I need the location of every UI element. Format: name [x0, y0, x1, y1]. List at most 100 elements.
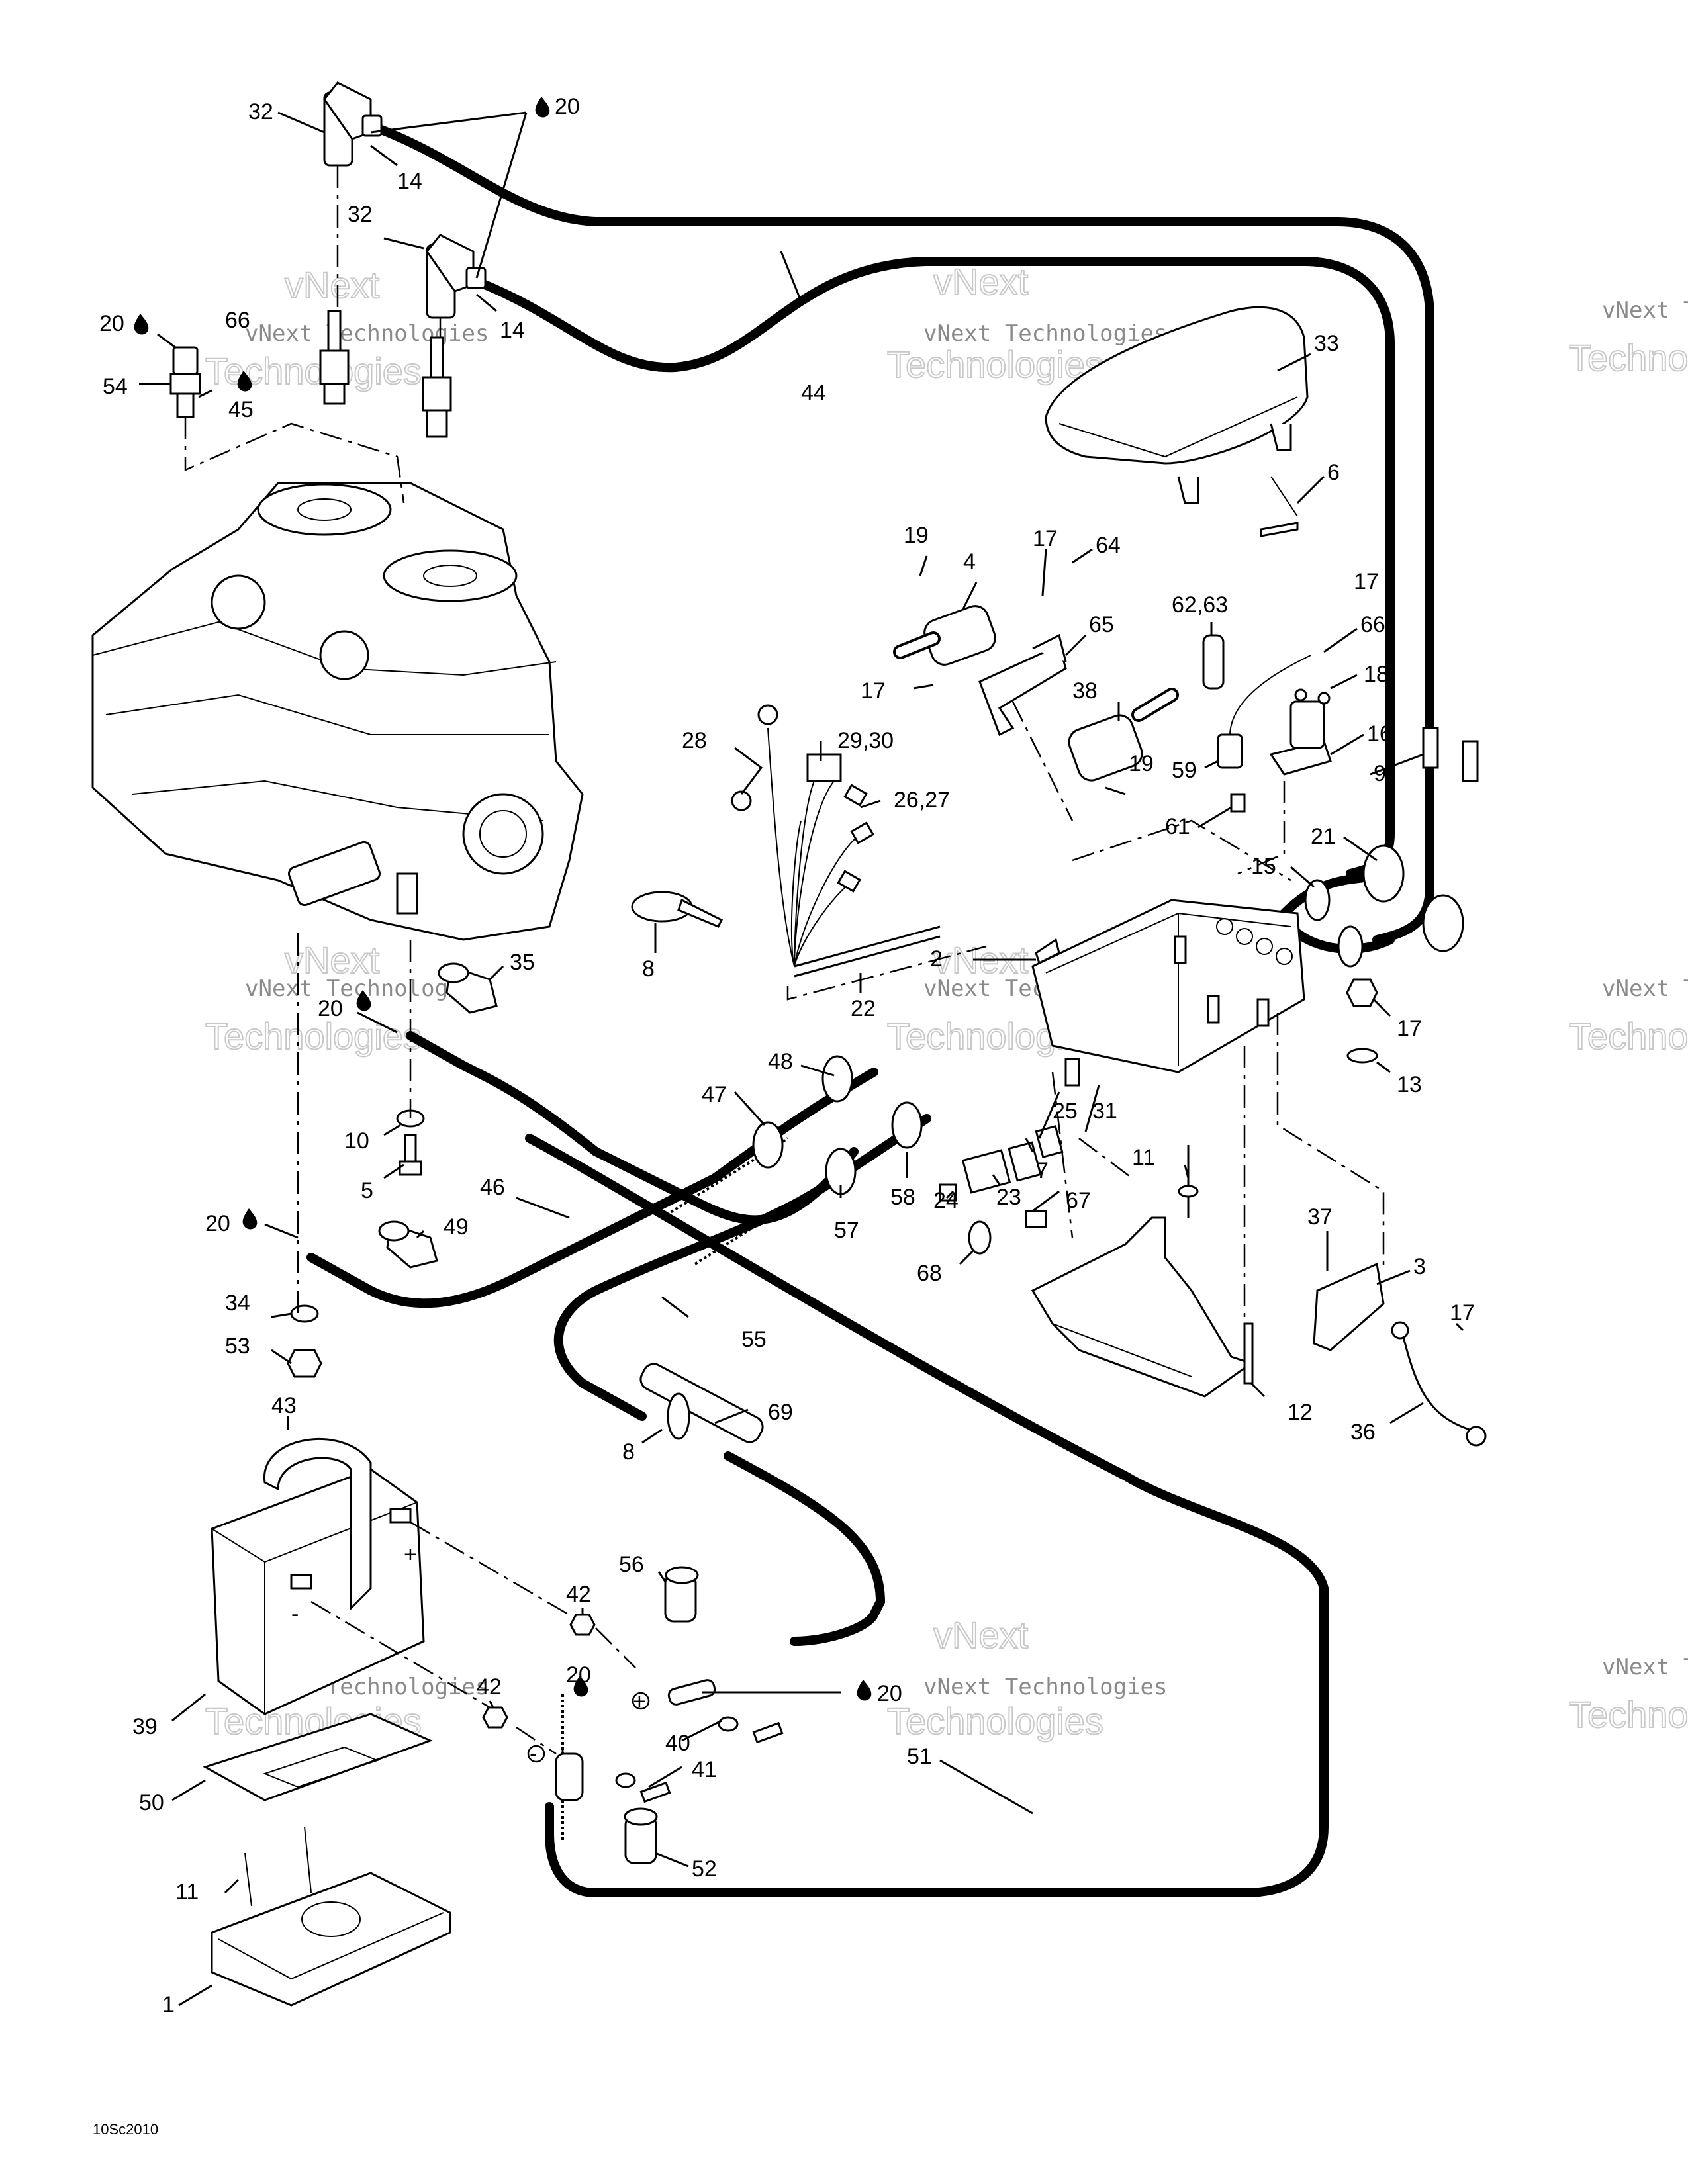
callout-label: 42 [477, 1674, 502, 1700]
callout-label: 64 [1096, 533, 1121, 558]
callout-label: 20 [877, 1681, 902, 1706]
callout-label: 36 [1350, 1420, 1376, 1445]
spark-plug [319, 310, 350, 405]
terminal-boot [438, 962, 498, 1014]
svg-text:vNext: vNext [933, 261, 1029, 302]
callout-label: 38 [1072, 678, 1098, 704]
battery-pad [203, 1713, 434, 1801]
callout-label: 53 [225, 1334, 250, 1359]
callout-label: 68 [917, 1261, 942, 1286]
wiring-harness [731, 704, 941, 978]
callout-label: 34 [225, 1291, 250, 1316]
callout-label: 18 [1364, 662, 1389, 687]
callout-label: 12 [1288, 1400, 1313, 1425]
watermark: vNext vNext Technologies Technologies [886, 260, 1167, 386]
callout-label: 25 [1053, 1099, 1078, 1124]
callout-label: 43 [271, 1393, 297, 1418]
svg-text:vNext: vNext [285, 939, 380, 981]
fuse-holder [1202, 634, 1311, 769]
callout-label: 45 [228, 397, 254, 422]
plus-symbol: + [404, 1542, 417, 1567]
svg-text:vNext: vNext [933, 1614, 1029, 1656]
polarity-marks: + - + - [291, 1542, 650, 1766]
ignition-coil [893, 605, 996, 666]
svg-text:Technologies: Technologies [887, 1700, 1103, 1742]
callout-label: 32 [348, 202, 373, 227]
bolt [639, 1781, 671, 1803]
terminal-boot [624, 1807, 658, 1864]
callout-label: 28 [682, 728, 707, 753]
callout-label: 14 [500, 318, 525, 343]
callout-label: 17 [1354, 569, 1379, 594]
callout-label: 6 [1327, 460, 1340, 485]
callout-label: 13 [1397, 1072, 1422, 1097]
callout-label: 65 [1089, 612, 1114, 637]
callout-label: 52 [692, 1856, 717, 1882]
callout-label: 17 [861, 678, 886, 704]
ignition-coil [1068, 688, 1179, 782]
bolt [399, 1134, 422, 1176]
callout-label: 66 [1360, 612, 1385, 637]
callout-label: 11 [1132, 1145, 1155, 1170]
svg-text:vNext Technologies: vNext Technologies [1602, 976, 1688, 1002]
mounting-bracket [1031, 1216, 1254, 1398]
callout-label: 16 [1367, 721, 1392, 747]
callout-label: 41 [692, 1757, 717, 1782]
callout-label: 17 [1397, 1016, 1422, 1041]
callout-label: 39 [132, 1714, 158, 1739]
oil-drop-icon [535, 97, 550, 118]
callout-label: 32 [248, 99, 273, 124]
callout-labels: 32 20 14 32 14 44 20 66 54 45 33 6 19 4 … [99, 94, 1475, 2017]
cable-clamp [639, 1363, 764, 1443]
callout-label: 47 [702, 1082, 727, 1107]
watermarks: vNext vNext Technologies Technologies vN… [205, 260, 1688, 1743]
battery-strap [263, 1437, 372, 1611]
callout-label: 8 [622, 1439, 635, 1465]
callout-label: 37 [1307, 1205, 1333, 1230]
nut [482, 1614, 596, 1729]
callout-label: 40 [665, 1731, 690, 1756]
callout-label: 48 [768, 1049, 793, 1074]
callout-label: 69 [768, 1400, 793, 1425]
plus-symbol: + [633, 1689, 646, 1714]
ground-bracket [1313, 1262, 1385, 1351]
spark-plug-cap [323, 81, 383, 167]
callout-label: 4 [963, 549, 976, 574]
watermark: vNext vNext Technologies Technologies [205, 263, 489, 392]
callout-label: 17 [1450, 1300, 1475, 1326]
svg-text:Technologies: Technologies [1569, 337, 1688, 379]
wire-clip [968, 1210, 1047, 1255]
callout-label: 51 [907, 1744, 932, 1769]
callout-label: 19 [904, 523, 929, 548]
svg-text:vNext Technologies: vNext Technologies [245, 320, 489, 347]
callout-label: 49 [444, 1214, 469, 1240]
svg-text:vNext: vNext [285, 264, 380, 306]
callout-label: 20 [99, 311, 124, 336]
oil-drop-icon [237, 371, 252, 392]
spark-plug-cap [426, 234, 487, 319]
callout-label: 67 [1066, 1188, 1091, 1213]
callout-label: 26,27 [894, 788, 950, 813]
callout-label: 54 [103, 374, 128, 399]
callout-label: 21 [1311, 824, 1336, 849]
spark-plug [422, 336, 452, 438]
svg-text:Technologies: Technologies [1569, 1015, 1688, 1057]
battery-cable [553, 1114, 931, 1646]
ground-wire [1391, 1321, 1487, 1447]
grommet [1304, 879, 1364, 968]
fuse [1230, 793, 1246, 813]
minus-symbol: - [291, 1602, 299, 1627]
callout-label: 50 [139, 1790, 164, 1815]
bolt [752, 1721, 784, 1744]
callout-label: 20 [318, 996, 343, 1021]
rubber-strip [1260, 476, 1299, 537]
callout-label: 11 [175, 1880, 199, 1905]
leader-lines [139, 111, 1464, 2007]
washer [290, 1304, 319, 1323]
cable-tie [631, 891, 724, 928]
alignment-lines [184, 165, 1385, 1755]
callout-label: 20 [555, 94, 580, 119]
watermark: vNext Technologies Technologies [1568, 297, 1688, 379]
callout-label: 20 [205, 1211, 230, 1236]
oil-drop-icon [242, 1208, 258, 1230]
